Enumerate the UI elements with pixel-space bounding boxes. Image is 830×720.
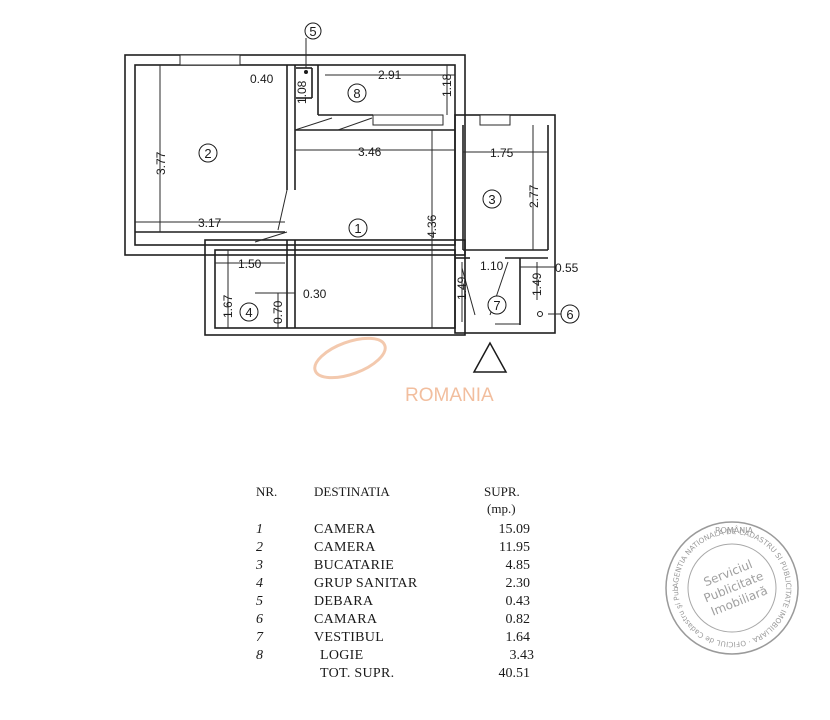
room-marker-6: 6	[560, 304, 580, 324]
dim-label: 3.46	[358, 145, 382, 159]
row-number: 1	[256, 522, 263, 537]
svg-text:1: 1	[354, 221, 361, 236]
dim-label: 3.77	[154, 151, 168, 175]
legend-row: 3 BUCATARIE 4.85	[252, 558, 552, 576]
row-area: 0.82	[505, 612, 531, 627]
row-area: 11.95	[499, 540, 530, 555]
row-area: 0.43	[505, 594, 531, 609]
stamp-top-text: ROMÂNIA	[715, 524, 754, 535]
row-area: 4.85	[505, 558, 531, 573]
row-number: 5	[256, 594, 263, 609]
dim-label: 2.77	[527, 184, 541, 208]
col-header-area: SUPR.	[484, 484, 520, 499]
dim-label: 1.75	[490, 146, 514, 160]
watermark-text: ROMANIA	[405, 385, 494, 406]
row-destination: DEBARA	[314, 594, 374, 609]
dim-label: 1.50	[238, 257, 262, 271]
total-label: TOT. SUPR.	[320, 666, 395, 681]
row-number: 7	[256, 630, 263, 645]
row-destination: GRUP SANITAR	[314, 576, 418, 591]
watermark: ROMANIA	[313, 336, 494, 406]
room-marker-3: 3	[482, 189, 502, 209]
dim-label: 0.70	[271, 300, 285, 324]
dim-label: 1.08	[295, 80, 309, 104]
camara-point-icon	[537, 311, 543, 317]
row-destination: VESTIBUL	[314, 630, 385, 645]
dim-label: 0.55	[555, 261, 579, 275]
row-area: 3.43	[509, 648, 535, 663]
dim-label: 3.17	[198, 216, 222, 230]
dim-label: 1.49	[530, 272, 544, 296]
dim-label: 0.30	[303, 287, 327, 301]
legend-row: 4 GRUP SANITAR 2.30	[252, 576, 552, 594]
legend-row: 5 DEBARA 0.43	[252, 594, 552, 612]
row-area: 1.64	[505, 630, 531, 645]
row-destination: CAMERA	[314, 522, 376, 537]
room-marker-4: 4	[239, 302, 259, 322]
svg-text:8: 8	[353, 86, 360, 101]
legend-row: 8 LOGIE 3.43	[252, 648, 552, 666]
dim-label: 0.40	[250, 72, 274, 86]
svg-text:5: 5	[309, 24, 316, 39]
row-number: 2	[256, 540, 263, 555]
row-destination: BUCATARIE	[314, 558, 395, 573]
legend-total-row: TOT. SUPR. 40.51	[252, 666, 552, 684]
watermark-logo-icon	[313, 336, 387, 380]
legend-row: 1 CAMERA 15.09	[252, 522, 552, 540]
row-number: 8	[256, 648, 263, 663]
row-number: 4	[256, 576, 263, 591]
room-marker-1: 1	[348, 218, 368, 238]
total-area: 40.51	[498, 666, 531, 681]
dim-label: 1.49	[455, 276, 469, 300]
room-marker-5: 5	[304, 22, 322, 40]
svg-text:6: 6	[566, 307, 573, 322]
debara-point-icon	[304, 70, 308, 74]
row-destination: CAMARA	[314, 612, 378, 627]
row-area: 15.09	[498, 522, 531, 537]
dimension-lines	[135, 38, 562, 328]
room-marker-7: 7	[487, 295, 507, 315]
row-area: 2.30	[505, 576, 531, 591]
row-number: 3	[256, 558, 263, 573]
row-destination: CAMERA	[314, 540, 376, 555]
col-header-destination: DESTINATIA	[314, 484, 390, 499]
room-marker-8: 8	[347, 83, 367, 103]
row-destination: LOGIE	[320, 648, 364, 663]
row-number: 6	[256, 612, 263, 627]
svg-text:7: 7	[493, 298, 500, 313]
dim-label: 4.36	[425, 214, 439, 238]
legend-row: 6 CAMARA 0.82	[252, 612, 552, 630]
dim-label: 1.18	[440, 73, 454, 97]
col-header-nr: NR.	[256, 484, 278, 499]
entrance-arrow-icon	[472, 341, 508, 373]
svg-text:4: 4	[245, 305, 252, 320]
windows	[179, 54, 511, 126]
col-header-unit: (mp.)	[487, 501, 516, 516]
legend-row: 7 VESTIBUL 1.64	[252, 630, 552, 648]
official-stamp: AGENTIA NATIONALA DE CADASTRU SI PUBLICI…	[662, 518, 799, 655]
room-marker-2: 2	[198, 143, 218, 163]
svg-text:2: 2	[204, 146, 211, 161]
dim-label: 2.91	[378, 68, 402, 82]
dim-label: 1.67	[221, 294, 235, 318]
floor-plan: 0.40 1.08 2.91 1.18 3.77 3.46 1.75 2.77 …	[124, 22, 580, 406]
legend-row: 2 CAMERA 11.95	[252, 540, 552, 558]
dim-label: 1.10	[480, 259, 504, 273]
door-swings	[254, 117, 520, 325]
svg-text:3: 3	[488, 192, 495, 207]
